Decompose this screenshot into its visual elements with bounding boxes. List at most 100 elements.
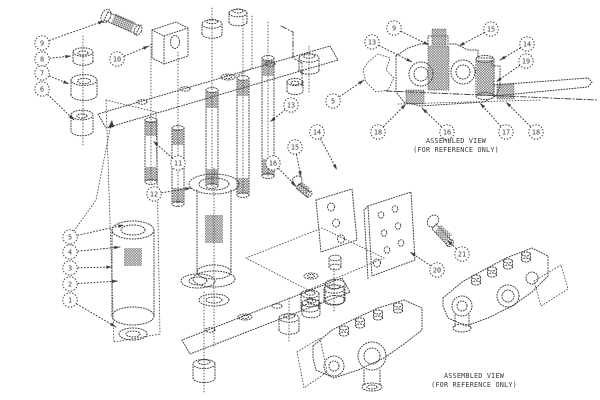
assembled-view-bottom-right: ASSEMBLED VIEW (FOR REFERENCE ONLY)	[296, 247, 569, 392]
phantom-sheet	[245, 227, 385, 291]
cap-screw	[373, 309, 383, 321]
callout-10: 10	[109, 45, 150, 67]
svg-text:17: 17	[502, 128, 510, 136]
svg-text:4: 4	[68, 248, 72, 256]
assembled-view-top-right: ASSEMBLED VIEW (FOR REFERENCE ONLY)	[362, 28, 593, 154]
svg-text:10: 10	[113, 55, 121, 63]
cap-screw	[487, 266, 497, 278]
svg-text:12: 12	[150, 190, 158, 198]
bolt	[100, 8, 143, 36]
rocker-assembly-right	[442, 247, 569, 333]
callout-12: 12	[146, 186, 192, 202]
cap-screw	[339, 325, 349, 337]
svg-text:6: 6	[40, 85, 44, 93]
bushing-small	[300, 254, 346, 313]
callout-17: 17	[479, 102, 514, 140]
callout-16: 16	[421, 107, 455, 140]
cap-nut	[228, 8, 248, 27]
cap-screw	[503, 258, 513, 270]
svg-text:13: 13	[368, 38, 376, 46]
plate-holes	[363, 191, 416, 280]
cap-screw	[355, 317, 365, 329]
svg-text:19: 19	[522, 57, 530, 65]
assembled-view-caption-line: (FOR REFERENCE ONLY)	[431, 381, 517, 389]
callout-21: 21	[446, 239, 470, 262]
bushing	[70, 109, 94, 137]
callout-8: 8	[34, 51, 72, 67]
svg-text:21: 21	[458, 250, 466, 258]
top-left-fasteners	[70, 8, 189, 147]
cap-nut	[278, 313, 300, 335]
washer-cup	[70, 74, 98, 101]
svg-text:5: 5	[331, 97, 335, 105]
callout-6: 6	[34, 81, 75, 121]
callout-9: 9	[34, 20, 105, 51]
stud	[144, 117, 158, 185]
callout-5: 5	[62, 224, 125, 245]
callout-11: 11	[152, 140, 186, 171]
cap-screw	[393, 302, 403, 314]
callout-15: 15	[287, 139, 303, 178]
cap-nut	[201, 18, 223, 39]
svg-text:8: 8	[40, 55, 44, 63]
svg-text:2: 2	[68, 280, 72, 288]
svg-text:14: 14	[313, 128, 321, 136]
stud	[236, 75, 250, 198]
callout-9: 9	[386, 20, 430, 46]
assembled-view-caption-line: (FOR REFERENCE ONLY)	[413, 146, 499, 154]
assembled-view-caption-line: ASSEMBLED VIEW	[426, 137, 487, 145]
rocker-assembly-left	[296, 299, 423, 392]
upper-bar-assembly	[97, 7, 339, 207]
svg-text:15: 15	[487, 25, 495, 33]
cylinder-bushing	[111, 220, 155, 341]
callout-19: 19	[495, 53, 534, 83]
svg-text:9: 9	[392, 24, 396, 32]
stud	[205, 87, 219, 189]
callout-15: 15	[458, 21, 499, 47]
svg-text:14: 14	[523, 40, 531, 48]
callout-5: 5	[325, 79, 365, 109]
callout-14: 14	[309, 124, 338, 171]
svg-text:18: 18	[532, 128, 540, 136]
svg-text:16: 16	[269, 159, 277, 167]
svg-text:18: 18	[374, 128, 382, 136]
callout-14: 14	[499, 36, 535, 61]
callout-1: 1	[62, 292, 117, 328]
svg-text:15: 15	[291, 143, 299, 151]
svg-text:11: 11	[174, 159, 182, 167]
callout-13: 13	[364, 34, 413, 63]
svg-text:5: 5	[68, 233, 72, 241]
plate-small	[315, 188, 358, 253]
left-link-assembly	[73, 99, 161, 343]
callout-4: 4	[62, 244, 121, 260]
cap-screw	[471, 274, 481, 286]
callout-3: 3	[62, 260, 113, 276]
cap-nut	[192, 358, 216, 384]
mid-right-parts	[291, 175, 454, 313]
callout-20: 20	[409, 251, 445, 278]
bracket	[151, 21, 189, 65]
callout-18: 18	[370, 103, 407, 140]
callout-18: 18	[505, 101, 544, 140]
svg-text:7: 7	[40, 69, 44, 77]
cap-nut	[301, 298, 321, 319]
cap-nut	[298, 53, 320, 75]
nut	[72, 47, 94, 66]
cap-screw	[521, 251, 531, 263]
svg-text:13: 13	[287, 101, 295, 109]
svg-text:9: 9	[40, 39, 44, 47]
callout-7: 7	[34, 65, 70, 85]
threaded-studs	[144, 55, 275, 207]
lower-bar-assembly	[180, 267, 351, 393]
svg-text:1: 1	[68, 296, 72, 304]
svg-text:16: 16	[443, 128, 451, 136]
callout-2: 2	[62, 276, 119, 292]
callout-13: 13	[269, 97, 299, 123]
center-cylinder	[188, 167, 240, 347]
callout-16: 16	[265, 155, 297, 187]
svg-text:20: 20	[433, 266, 441, 274]
nut	[286, 78, 304, 95]
